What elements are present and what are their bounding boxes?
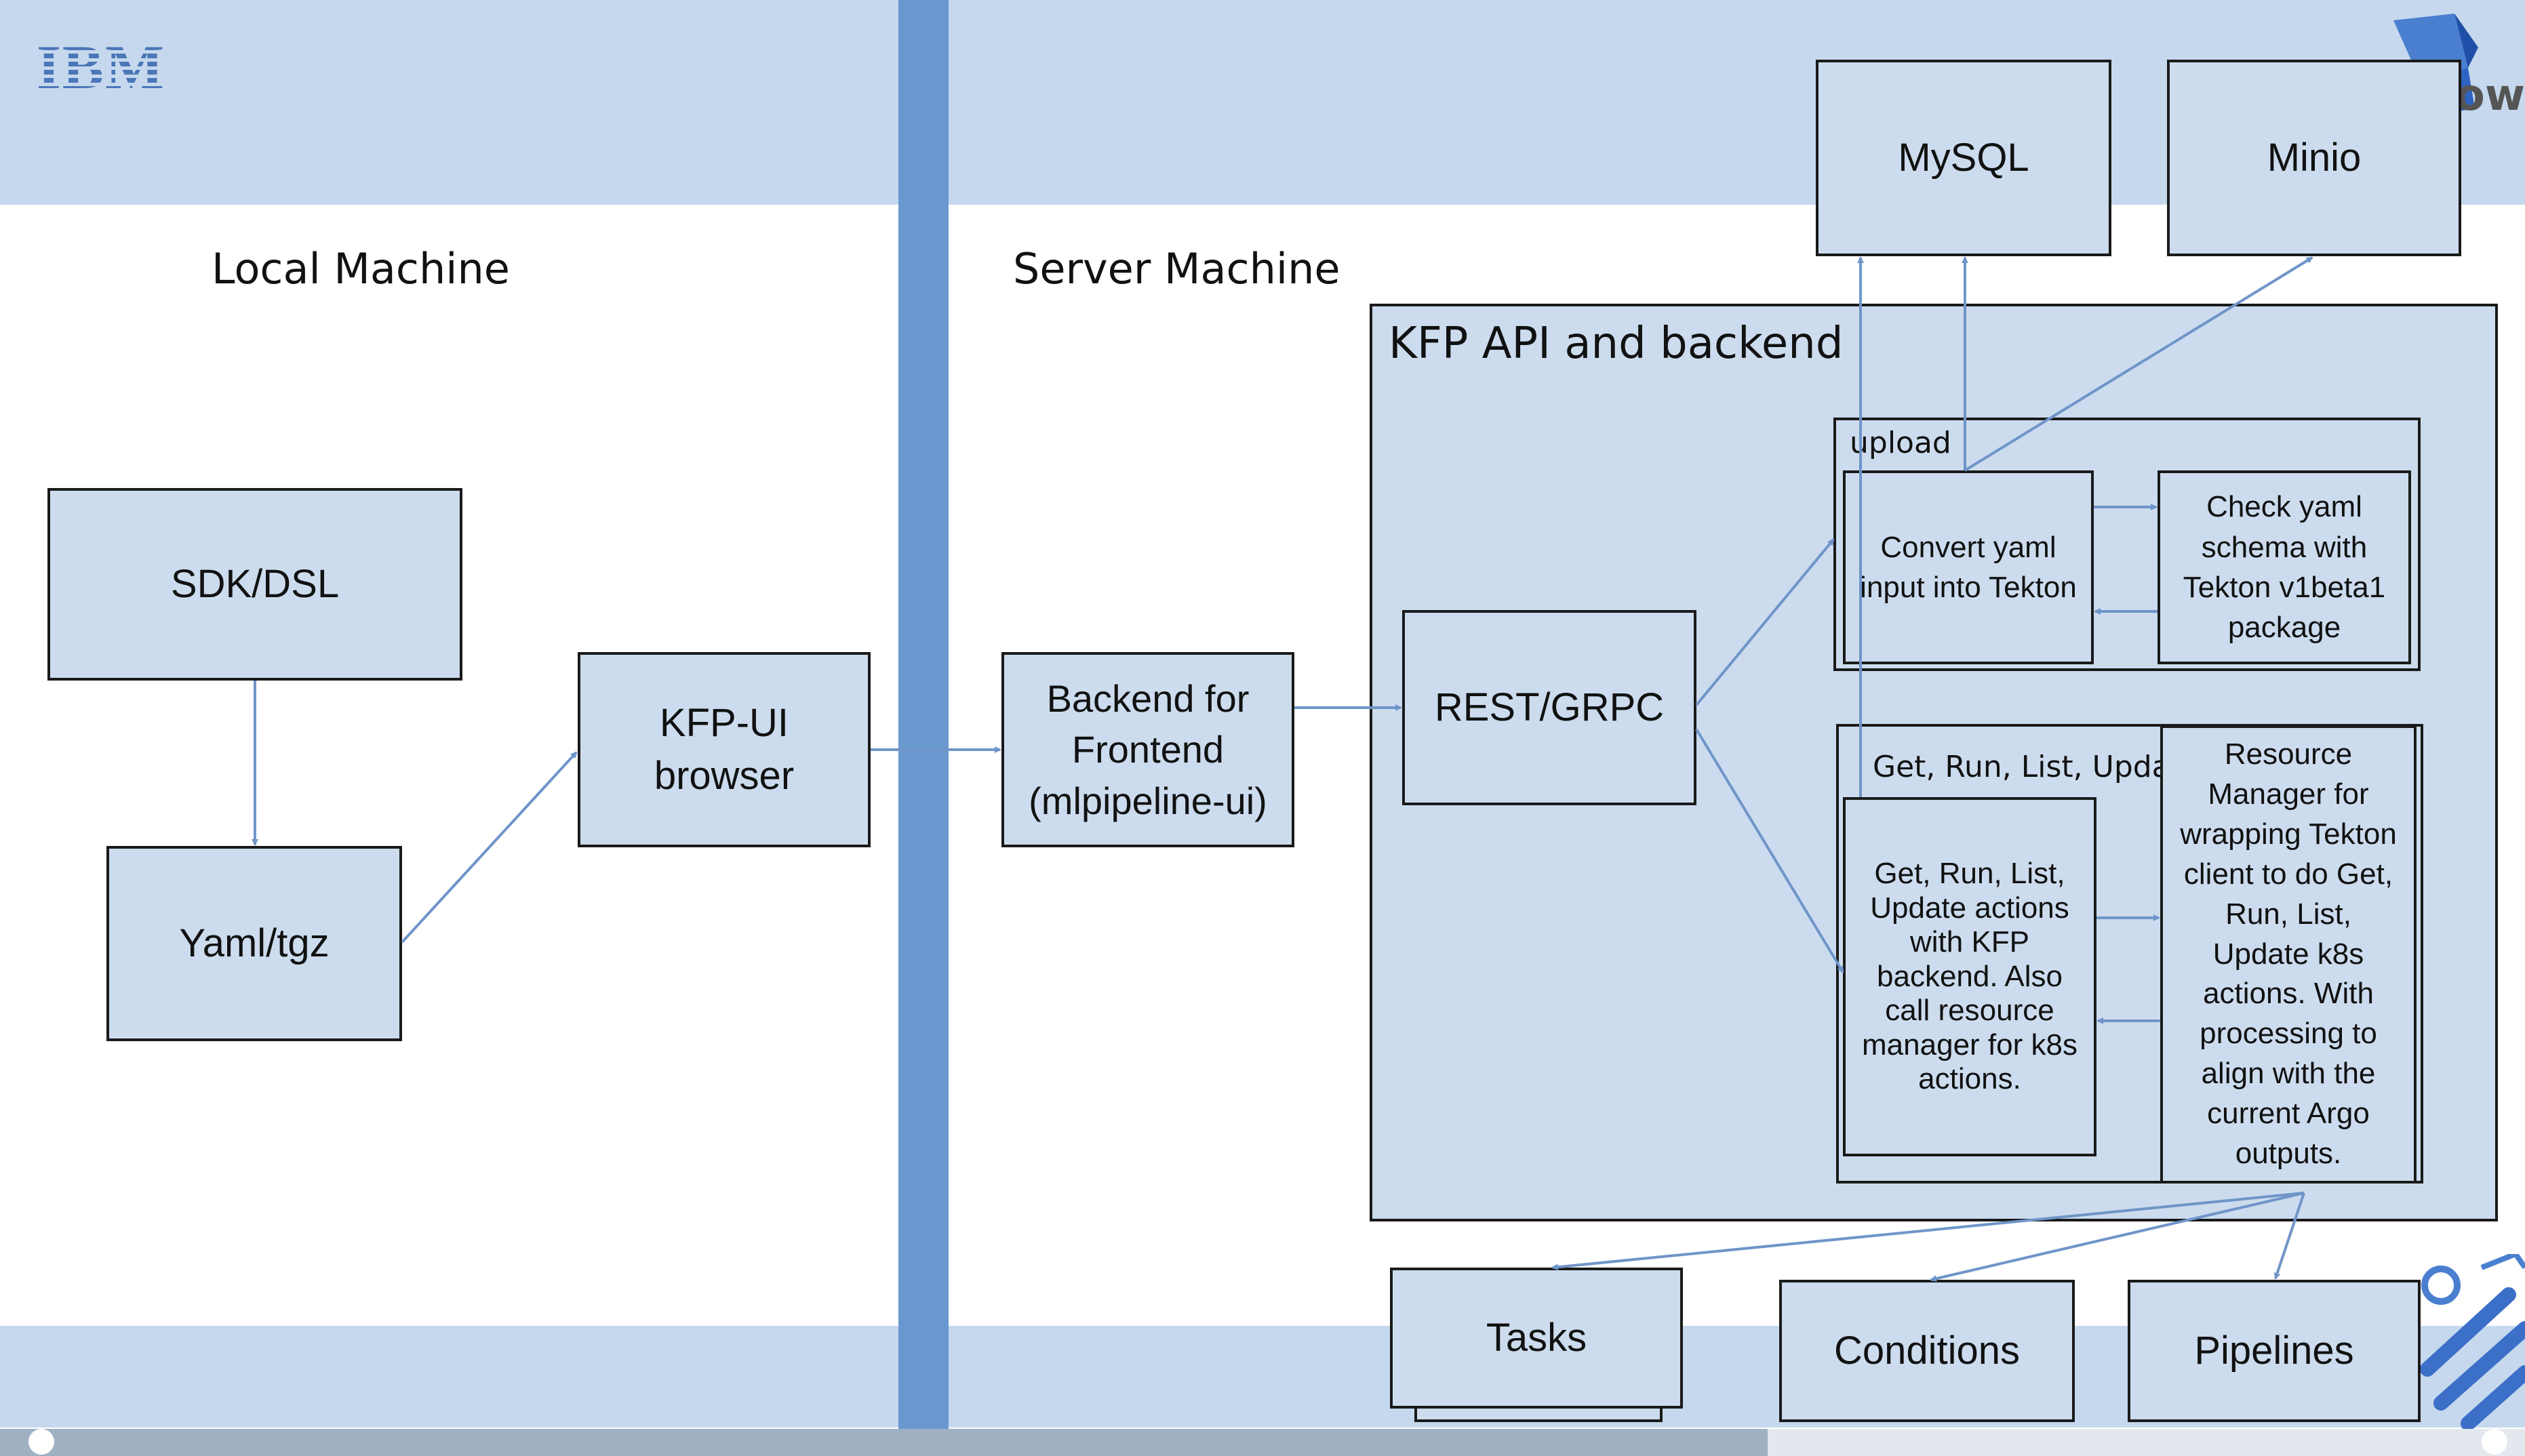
resource-manager-box: Resource Manager for wrapping Tekton cli… bbox=[2160, 725, 2417, 1184]
rm-label-line: actions. With bbox=[2203, 977, 2374, 1011]
arrow-yaml-to-kfpui bbox=[401, 751, 578, 944]
actions-label-line: call resource bbox=[1885, 994, 2054, 1028]
check-label-line: Tekton v1beta1 bbox=[2183, 571, 2386, 604]
tasks-label: Tasks bbox=[1486, 1315, 1587, 1360]
rm-label-line: wrapping Tekton bbox=[2180, 817, 2397, 851]
sdk-dsl-label: SDK/DSL bbox=[170, 561, 340, 606]
rest-grpc-box: REST/GRPC bbox=[1402, 610, 1696, 805]
check-label-line: Check yaml bbox=[2206, 490, 2362, 524]
pipelines-label: Pipelines bbox=[2194, 1328, 2354, 1373]
mysql-label: MySQL bbox=[1898, 135, 2029, 180]
kfp-ui-label-line: KFP-UI bbox=[659, 700, 789, 745]
progress-fill bbox=[0, 1429, 1768, 1456]
actions-label-line: Update actions bbox=[1870, 891, 2069, 925]
minio-label: Minio bbox=[2267, 135, 2362, 180]
rm-label-line: current Argo bbox=[2207, 1097, 2370, 1131]
yaml-tgz-box: Yaml/tgz bbox=[106, 846, 402, 1041]
get-run-group-label: Get, Run, List, Update bbox=[1873, 750, 2200, 784]
mysql-box: MySQL bbox=[1816, 60, 2111, 256]
rest-grpc-label: REST/GRPC bbox=[1434, 685, 1665, 729]
local-machine-title: Local Machine bbox=[212, 244, 510, 294]
rm-label-line: Manager for bbox=[2208, 777, 2369, 811]
kubeflow-decor-icon bbox=[2420, 1254, 2525, 1430]
actions-label-line: with KFP bbox=[1909, 925, 2030, 959]
ibm-logo: IBM bbox=[26, 35, 176, 95]
machine-divider bbox=[898, 0, 949, 1429]
progress-start-dot[interactable] bbox=[28, 1429, 54, 1455]
kubeflow-partial-text: ow bbox=[2455, 70, 2525, 121]
check-label-line: schema with bbox=[2201, 530, 2368, 564]
rm-label-line: Resource bbox=[2224, 737, 2353, 771]
conditions-label: Conditions bbox=[1833, 1328, 2021, 1373]
convert-yaml-box: Convert yaml input into Tekton bbox=[1843, 470, 2094, 664]
backend-for-frontend-box: Backend for Frontend (mlpipeline-ui) bbox=[1001, 652, 1294, 847]
progress-end-dot[interactable] bbox=[2482, 1429, 2507, 1455]
pipelines-box: Pipelines bbox=[2128, 1280, 2421, 1422]
kfp-api-title: KFP API and backend bbox=[1389, 319, 1844, 369]
rm-label-line: align with the bbox=[2201, 1057, 2376, 1091]
footer-band bbox=[0, 1326, 2525, 1428]
rm-label-line: Run, List, bbox=[2225, 897, 2351, 931]
server-machine-title: Server Machine bbox=[1013, 244, 1340, 294]
rm-label-line: client to do Get, bbox=[2183, 857, 2393, 891]
kfp-ui-browser-box: KFP-UI browser bbox=[578, 652, 871, 847]
kfp-ui-label-line: browser bbox=[654, 754, 795, 798]
actions-box: Get, Run, List, Update actions with KFP … bbox=[1843, 797, 2096, 1156]
tasks-box: Tasks bbox=[1390, 1268, 1683, 1409]
check-yaml-box: Check yaml schema with Tekton v1beta1 pa… bbox=[2158, 470, 2411, 664]
check-label-line: package bbox=[2227, 611, 2341, 645]
bff-label-line: (mlpipeline-ui) bbox=[1029, 779, 1267, 822]
rm-label-line: Update k8s bbox=[2212, 937, 2364, 971]
upload-group-label: upload bbox=[1850, 426, 1951, 460]
actions-label-line: manager for k8s bbox=[1862, 1028, 2077, 1061]
bff-label-line: Frontend bbox=[1071, 728, 1225, 771]
convert-label-line: input into Tekton bbox=[1860, 571, 2077, 604]
yaml-tgz-label: Yaml/tgz bbox=[179, 921, 330, 965]
bff-label-line: Backend for bbox=[1046, 676, 1250, 720]
conditions-box: Conditions bbox=[1779, 1280, 2075, 1422]
convert-label-line: Convert yaml bbox=[1880, 530, 2056, 564]
actions-label-line: backend. Also bbox=[1877, 959, 2063, 993]
actions-label-line: actions. bbox=[1918, 1062, 2021, 1096]
rm-label-line: processing to bbox=[2200, 1017, 2377, 1051]
rm-label-line: outputs. bbox=[2235, 1137, 2342, 1171]
header-band bbox=[0, 0, 2525, 205]
minio-box: Minio bbox=[2167, 60, 2461, 256]
sdk-dsl-box: SDK/DSL bbox=[47, 488, 462, 681]
actions-label-line: Get, Run, List, bbox=[1874, 856, 2065, 890]
